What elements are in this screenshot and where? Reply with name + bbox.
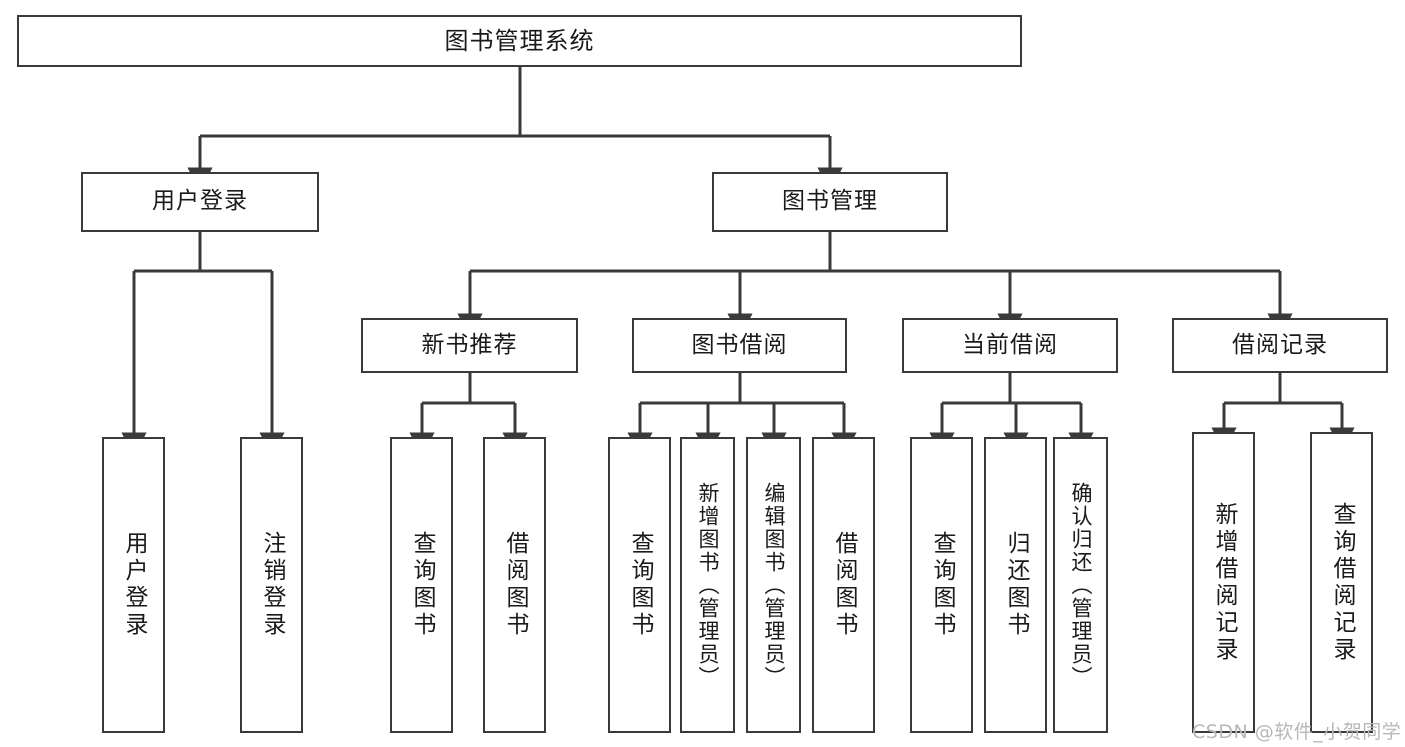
- connector-group: [121, 67, 1355, 457]
- node-login[interactable]: 用户登录: [81, 172, 319, 232]
- node-label: 图书管理系统: [444, 26, 595, 55]
- node-label: 新增借阅记录: [1211, 501, 1237, 664]
- node-label: 新增图书（管理员）: [696, 481, 720, 689]
- node-leaf-borrow-2[interactable]: 借阅图书: [812, 437, 875, 733]
- node-label: 确认归还（管理员）: [1069, 481, 1093, 689]
- node-label: 借阅记录: [1232, 331, 1328, 358]
- node-leaf-query-1[interactable]: 查询图书: [390, 437, 453, 733]
- node-label: 查询图书: [929, 531, 955, 639]
- node-bookmgmt[interactable]: 图书管理: [712, 172, 948, 232]
- node-label: 查询图书: [409, 531, 435, 639]
- node-leaf-editbook[interactable]: 编辑图书（管理员）: [746, 437, 801, 733]
- node-label: 用户登录: [121, 531, 147, 639]
- node-leaf-confirm[interactable]: 确认归还（管理员）: [1053, 437, 1108, 733]
- node-label: 查询借阅记录: [1329, 501, 1355, 664]
- node-leaf-addbook[interactable]: 新增图书（管理员）: [680, 437, 735, 733]
- node-label: 用户登录: [152, 188, 248, 215]
- node-label: 图书借阅: [691, 331, 788, 358]
- node-label: 编辑图书（管理员）: [762, 481, 786, 689]
- node-label: 借阅图书: [502, 531, 528, 639]
- watermark-label: CSDN @软件_小贺同学: [1192, 721, 1402, 743]
- node-root[interactable]: 图书管理系统: [17, 15, 1022, 67]
- node-label: 图书管理: [782, 188, 878, 215]
- node-label: 借阅图书: [831, 531, 857, 639]
- node-current[interactable]: 当前借阅: [902, 318, 1118, 373]
- node-label: 当前借阅: [962, 331, 1058, 358]
- node-leaf-queryrec[interactable]: 查询借阅记录: [1310, 432, 1373, 733]
- node-leaf-logout[interactable]: 注销登录: [240, 437, 303, 733]
- node-leaf-addrec[interactable]: 新增借阅记录: [1192, 432, 1255, 733]
- node-leaf-return[interactable]: 归还图书: [984, 437, 1047, 733]
- node-label: 归还图书: [1003, 531, 1029, 639]
- node-borrow[interactable]: 图书借阅: [632, 318, 847, 373]
- node-leaf-borrow-1[interactable]: 借阅图书: [483, 437, 546, 733]
- node-label: 注销登录: [259, 531, 285, 639]
- node-leaf-query-3[interactable]: 查询图书: [910, 437, 973, 733]
- node-records[interactable]: 借阅记录: [1172, 318, 1388, 373]
- node-label: 查询图书: [627, 531, 653, 639]
- node-newbook[interactable]: 新书推荐: [361, 318, 578, 373]
- node-leaf-login[interactable]: 用户登录: [102, 437, 165, 733]
- node-leaf-query-2[interactable]: 查询图书: [608, 437, 671, 733]
- node-label: 新书推荐: [421, 331, 518, 358]
